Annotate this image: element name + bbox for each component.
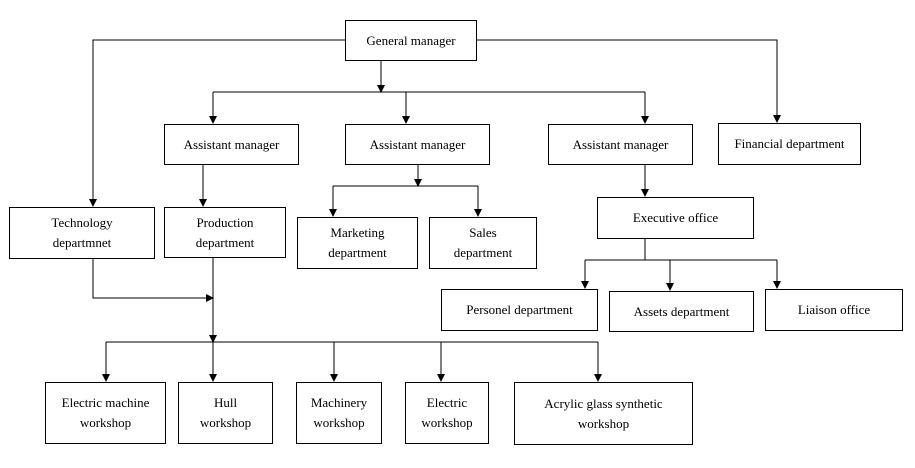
node-assets-department: Assets department — [609, 291, 754, 332]
node-personel-department: Personel department — [441, 289, 598, 331]
node-assistant-manager-2: Assistant manager — [345, 124, 490, 165]
node-sales-department: Sales department — [429, 217, 537, 269]
node-hull-workshop: Hull workshop — [178, 382, 273, 444]
node-assistant-manager-3: Assistant manager — [548, 124, 693, 165]
node-technology-department: Technology departmnet — [9, 207, 155, 259]
node-electric-workshop: Electric workshop — [405, 382, 489, 444]
node-liaison-office: Liaison office — [765, 289, 903, 331]
node-assistant-manager-1: Assistant manager — [164, 124, 299, 165]
node-electric-machine-workshop: Electric machine workshop — [45, 382, 166, 444]
node-financial-department: Financial department — [718, 123, 861, 165]
connector-gm-technology — [89, 39, 345, 207]
node-general-manager: General manager — [345, 20, 477, 61]
node-production-department: Production department — [164, 207, 286, 258]
node-executive-office: Executive office — [597, 197, 754, 239]
node-acrylic-glass-workshop: Acrylic glass synthetic workshop — [514, 382, 693, 445]
connector-gm-financial — [477, 39, 781, 123]
node-marketing-department: Marketing department — [297, 217, 418, 269]
connector-technology-merge — [92, 259, 214, 302]
node-machinery-workshop: Machinery workshop — [296, 382, 382, 444]
